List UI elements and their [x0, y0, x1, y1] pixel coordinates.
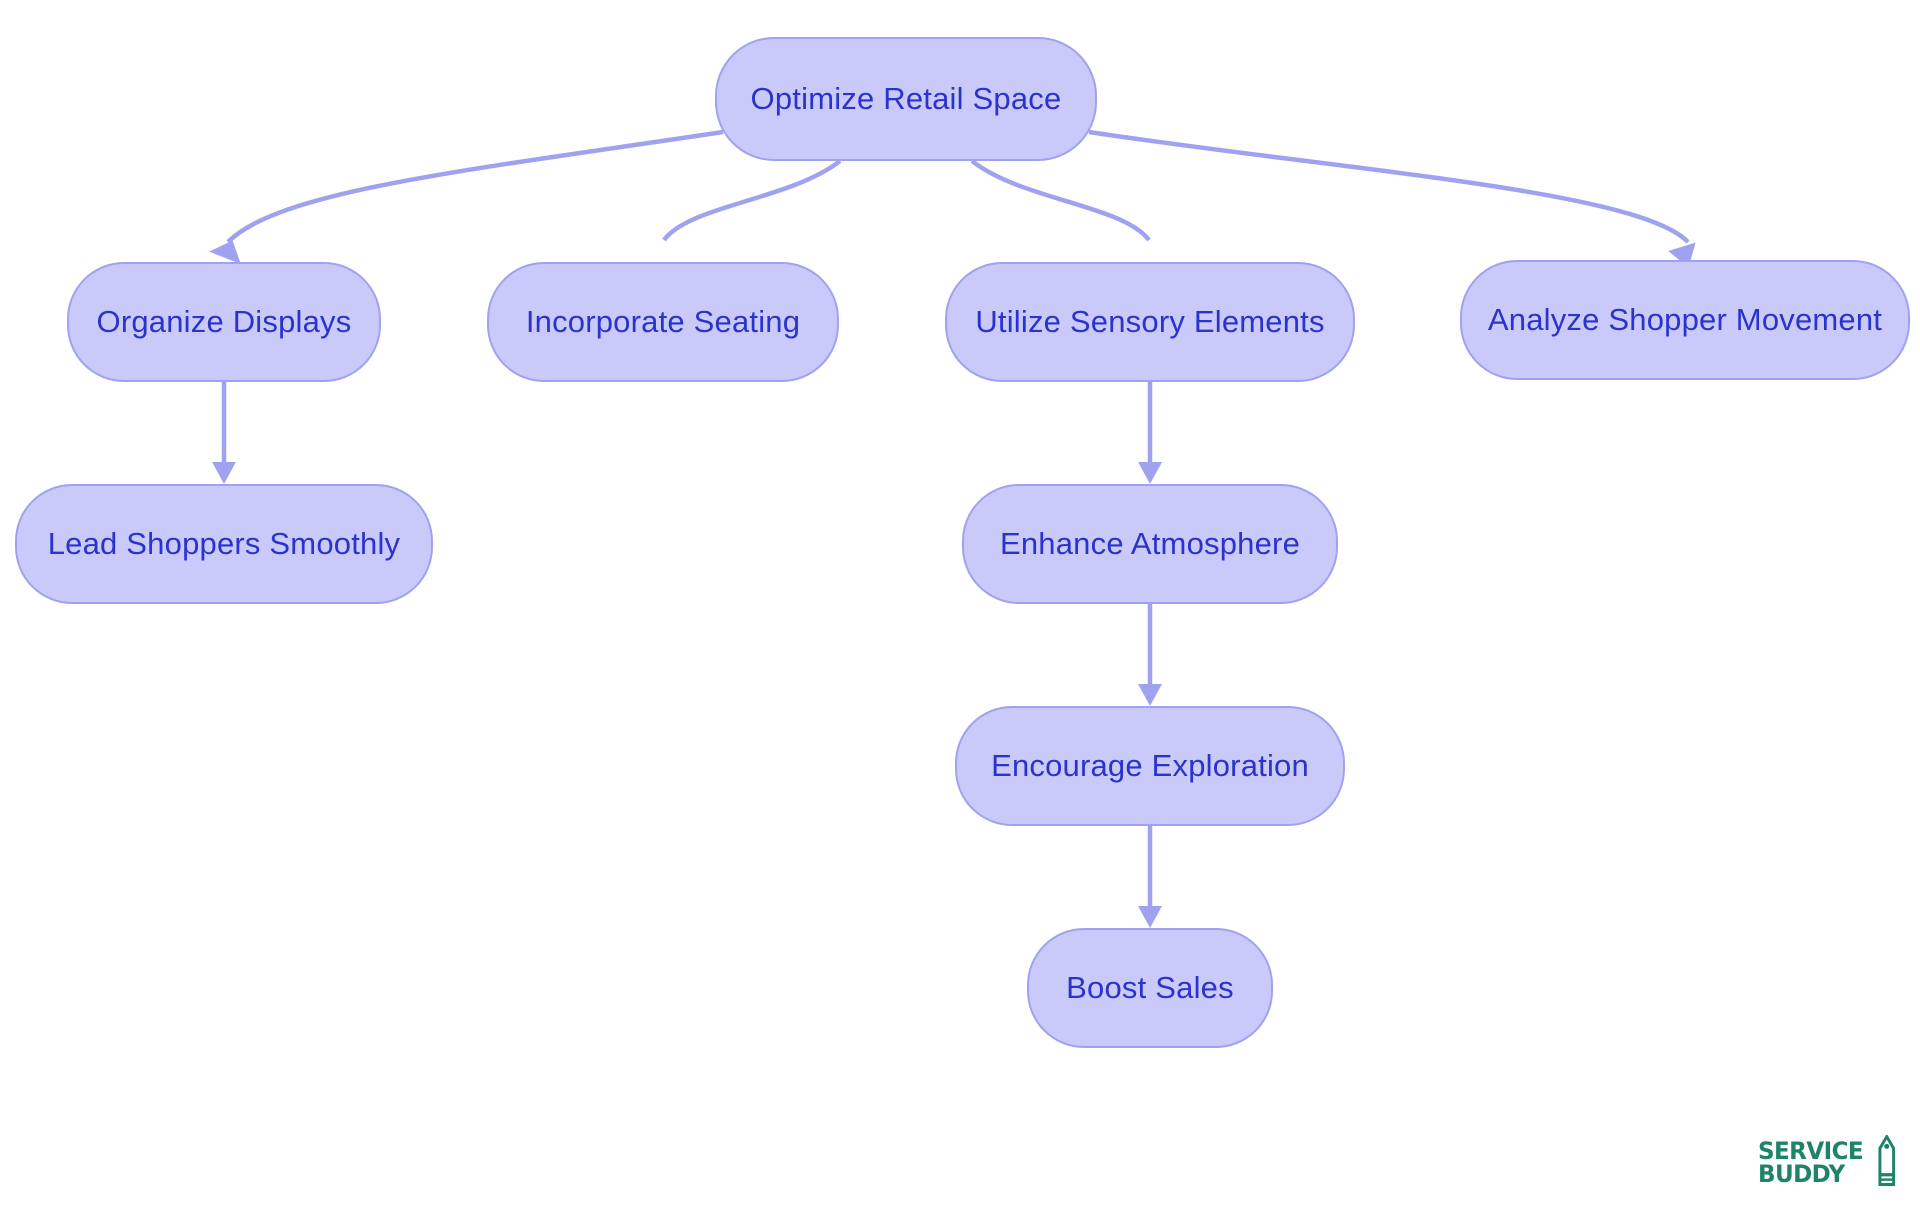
edge-sensory-to-atmosphere	[1138, 382, 1162, 484]
node-enhance-atmosphere[interactable]: Enhance Atmosphere	[962, 484, 1338, 604]
node-lead-shoppers-smoothly[interactable]: Lead Shoppers Smoothly	[15, 484, 433, 604]
node-encourage-exploration[interactable]: Encourage Exploration	[955, 706, 1345, 826]
node-label-analyze-shopper-movement: Analyze Shopper Movement	[1488, 302, 1882, 337]
service-buddy-logo: SERVICE BUDDY	[1758, 1132, 1898, 1194]
logo-wordmark: SERVICE BUDDY	[1758, 1136, 1867, 1188]
node-analyze-shopper-movement[interactable]: Analyze Shopper Movement	[1460, 260, 1910, 380]
edge-optimize-to-movement	[1088, 129, 1696, 268]
node-label-enhance-atmosphere: Enhance Atmosphere	[1000, 526, 1300, 561]
node-label-utilize-sensory-elements: Utilize Sensory Elements	[975, 304, 1324, 339]
node-label-incorporate-seating: Incorporate Seating	[526, 304, 800, 339]
node-incorporate-seating[interactable]: Incorporate Seating	[487, 262, 839, 382]
edge-atmosphere-to-exploration	[1138, 604, 1162, 706]
node-boost-sales[interactable]: Boost Sales	[1027, 928, 1273, 1048]
node-label-organize-displays: Organize Displays	[97, 304, 352, 339]
pencil-icon	[1878, 1135, 1896, 1186]
node-label-optimize-retail-space: Optimize Retail Space	[751, 81, 1062, 116]
edges-layer	[209, 129, 1696, 928]
logo-line-2: BUDDY	[1758, 1160, 1845, 1188]
node-organize-displays[interactable]: Organize Displays	[67, 262, 381, 382]
edge-organize-to-lead	[212, 382, 236, 484]
node-optimize-retail-space[interactable]: Optimize Retail Space	[715, 37, 1097, 161]
node-label-lead-shoppers-smoothly: Lead Shoppers Smoothly	[48, 526, 401, 561]
node-utilize-sensory-elements[interactable]: Utilize Sensory Elements	[945, 262, 1355, 382]
edge-exploration-to-boost	[1138, 826, 1162, 928]
edge-optimize-to-organize	[209, 129, 724, 265]
node-label-boost-sales: Boost Sales	[1066, 970, 1234, 1005]
node-label-encourage-exploration: Encourage Exploration	[991, 748, 1309, 783]
nodes-layer: Optimize Retail Space Organize Displays …	[15, 37, 1910, 1048]
logo-line-1: SERVICE	[1758, 1136, 1864, 1165]
